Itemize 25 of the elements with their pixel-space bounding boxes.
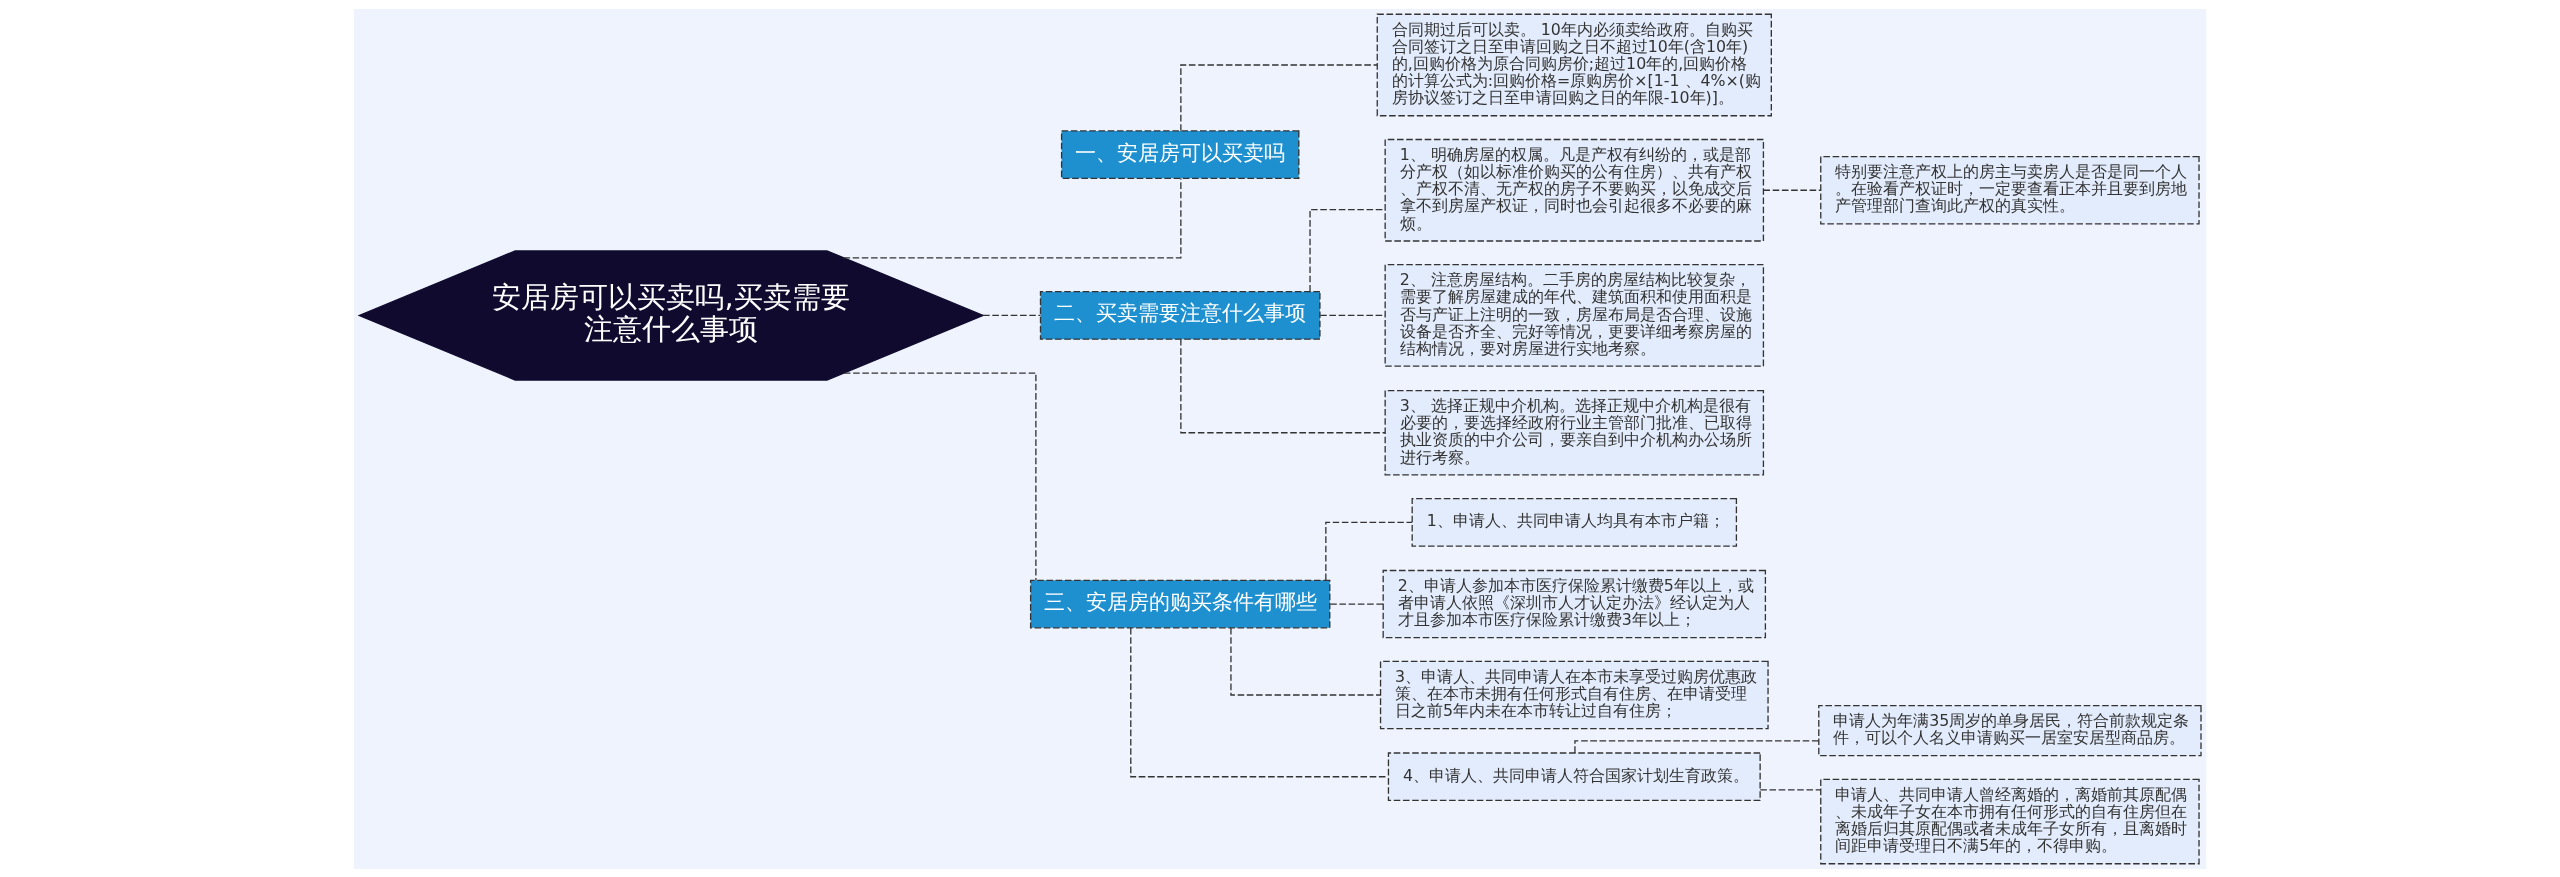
connector <box>843 177 1182 258</box>
node-box: 三、安居房的购买条件有哪些 <box>1029 579 1331 628</box>
connector <box>1230 626 1381 696</box>
node-box: 申请人、共同申请人曾经离婚的，离婚前其原配偶、未成年子女在本市拥有任何形式的自有住房但在离婚后归其原配偶或者未成年子女所有，且离婚时间距申请受理日不满5年的，不得申购。 <box>1820 778 2200 864</box>
node-box: 1、申请人、共同申请人均具有本市户籍； <box>1411 497 1738 547</box>
node-box: 3、 选择正规中介机构。选择正规中介机构是很有必要的，要选择经政府行业主管部门批准、已取得执业资质的中介公司，要亲自到中介机构办公场所进行考察。 <box>1384 389 1765 476</box>
node-box: 申请人为年满35周岁的单身居民，符合前款规定条件，可以个人名义申请购买一居室安居型商品房。 <box>1818 704 2202 756</box>
connector <box>1180 63 1378 131</box>
connector <box>1574 739 1820 754</box>
node-box: 2、申请人参加本市医疗保险累计缴费5年以上，或者申请人依照《深圳市人才认定办法》经认定为人才且参加本市医疗保险累计缴费3年以上； <box>1382 569 1767 638</box>
connector <box>843 371 1037 581</box>
node-box: 2、 注意房屋结构。二手房的房屋结构比较复杂，需要了解房屋建成的年代、建筑面积和使用面积是否与产证上注明的一致，房屋布局是否合理、设施设备是否齐全、完好等情况，更要详细考察房屋的结构情况，要对房屋进行实地考察。 <box>1384 263 1765 367</box>
connector <box>1329 602 1384 605</box>
node-box: 一、安居房可以买卖吗 <box>1060 129 1300 179</box>
node-box: 特别要注意产权上的房主与卖房人是否是同一个人。在验看产权证时，一定要查看正本并且要到房地产管理部门查询此产权的真实性。 <box>1820 155 2200 224</box>
node-box: 4、申请人、共同申请人符合国家计划生育政策。 <box>1387 751 1761 801</box>
connector <box>1325 521 1413 581</box>
connector <box>1180 338 1386 433</box>
node-box: 二、买卖需要注意什么事项 <box>1039 290 1321 340</box>
node-box: 1、 明确房屋的权属。凡是产权有纠纷的，或是部分产权（如以标准价购买的公有住房）、共有产权、产权不清、无产权的房子不要购买，以免成交后拿不到房屋产权证，同时也会引起很多不必要的麻烦。 <box>1384 138 1765 242</box>
connector <box>1759 788 1822 791</box>
connector <box>1762 189 1822 191</box>
node-box: 合同期过后可以卖。 10年内必须卖给政府。自购买合同签订之日至申请回购之日不超过10年(含10年)的,回购价格为原合同购房价;超过10年的,回购价格的计算公式为:回购价格=原购房价×[1-1 、4%×(购房协议签订之日至申请回购之日的年限-10年)]。 <box>1376 13 1772 116</box>
node-box: 3、申请人、共同申请人在本市未享受过购房优惠政策、在本市未拥有任何形式自有住房、在申请受理日之前5年内未在本市转让过自有住房； <box>1379 660 1769 729</box>
connector <box>982 314 1042 316</box>
